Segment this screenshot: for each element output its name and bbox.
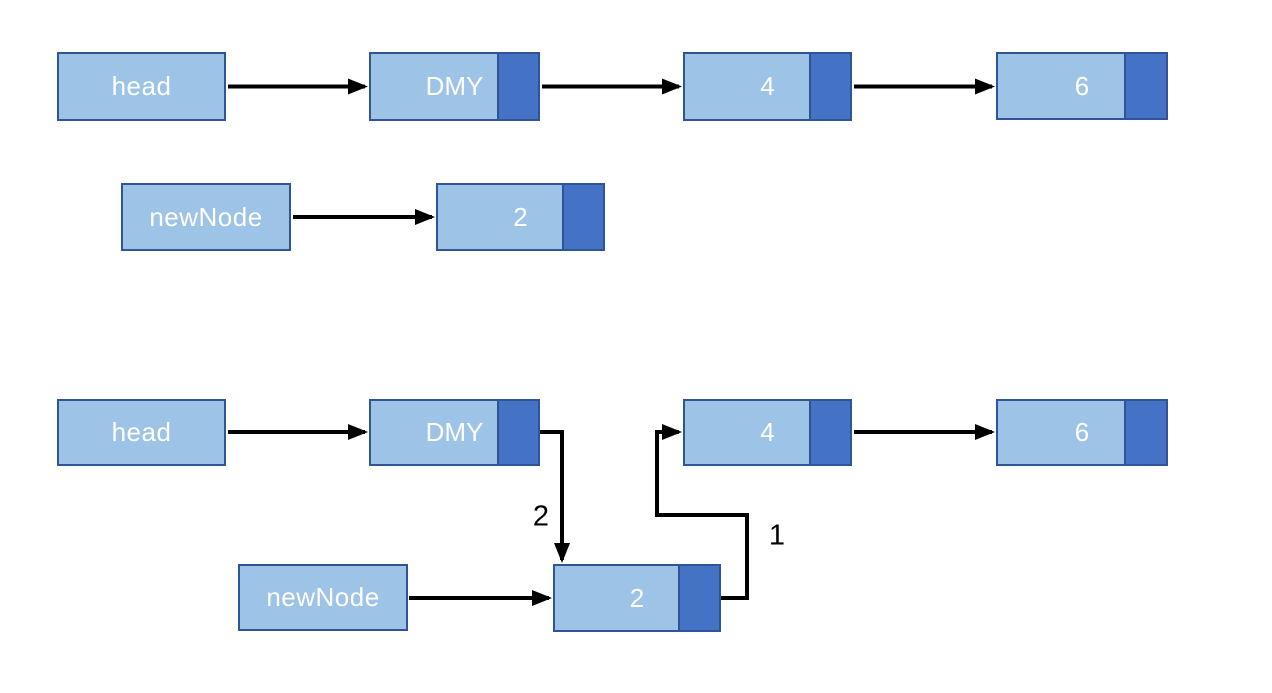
dmy-next-pointer-cell-stage1 [497, 54, 538, 119]
step-2-label: 2 [532, 500, 550, 533]
arrow-dmy-next-to-newnode-step2 [540, 430, 570, 563]
node-6-stage1: 6 [996, 52, 1168, 120]
node-6-stage2: 6 [996, 399, 1168, 466]
head-label: head [111, 71, 172, 101]
newnode-label: newNode [266, 582, 380, 612]
node-4-value-stage1: 4 [760, 71, 775, 101]
node-4-stage2: 4 [683, 399, 852, 466]
node-6-next-pointer-cell-stage2 [1124, 401, 1166, 464]
node-2-value-stage1: 2 [513, 201, 528, 232]
node-2-stage1: 2 [436, 183, 605, 251]
step-1-label: 1 [768, 519, 786, 552]
dmy-node-value-stage1: DMY [425, 71, 484, 101]
dmy-node-stage2: DMY [369, 399, 540, 466]
dmy-next-pointer-cell-stage2 [497, 401, 538, 464]
node-4-next-pointer-cell-stage1 [809, 54, 850, 119]
dmy-node-stage1: DMY [369, 52, 540, 121]
node-2-next-pointer-cell-stage1 [562, 185, 603, 249]
node-4-value-stage2: 4 [760, 417, 775, 447]
node-6-value-stage2: 6 [1074, 417, 1090, 447]
head-variable-box-stage1: head [57, 52, 226, 121]
node-4-next-pointer-cell-stage2 [809, 401, 850, 464]
newnode-variable-box-stage2: newNode [238, 564, 408, 631]
head-variable-box-stage2: head [57, 399, 226, 466]
node-4-stage1: 4 [683, 52, 852, 121]
newnode-label: newNode [149, 201, 263, 232]
dmy-node-value-stage2: DMY [425, 417, 484, 447]
node-6-next-pointer-cell-stage1 [1124, 54, 1166, 118]
node-6-value-stage1: 6 [1074, 70, 1090, 101]
head-label: head [111, 417, 172, 447]
node-2-next-pointer-cell-stage2 [678, 566, 719, 630]
newnode-variable-box-stage1: newNode [121, 183, 291, 251]
node-2-stage2: 2 [553, 564, 721, 632]
node-2-value-stage2: 2 [629, 582, 645, 613]
